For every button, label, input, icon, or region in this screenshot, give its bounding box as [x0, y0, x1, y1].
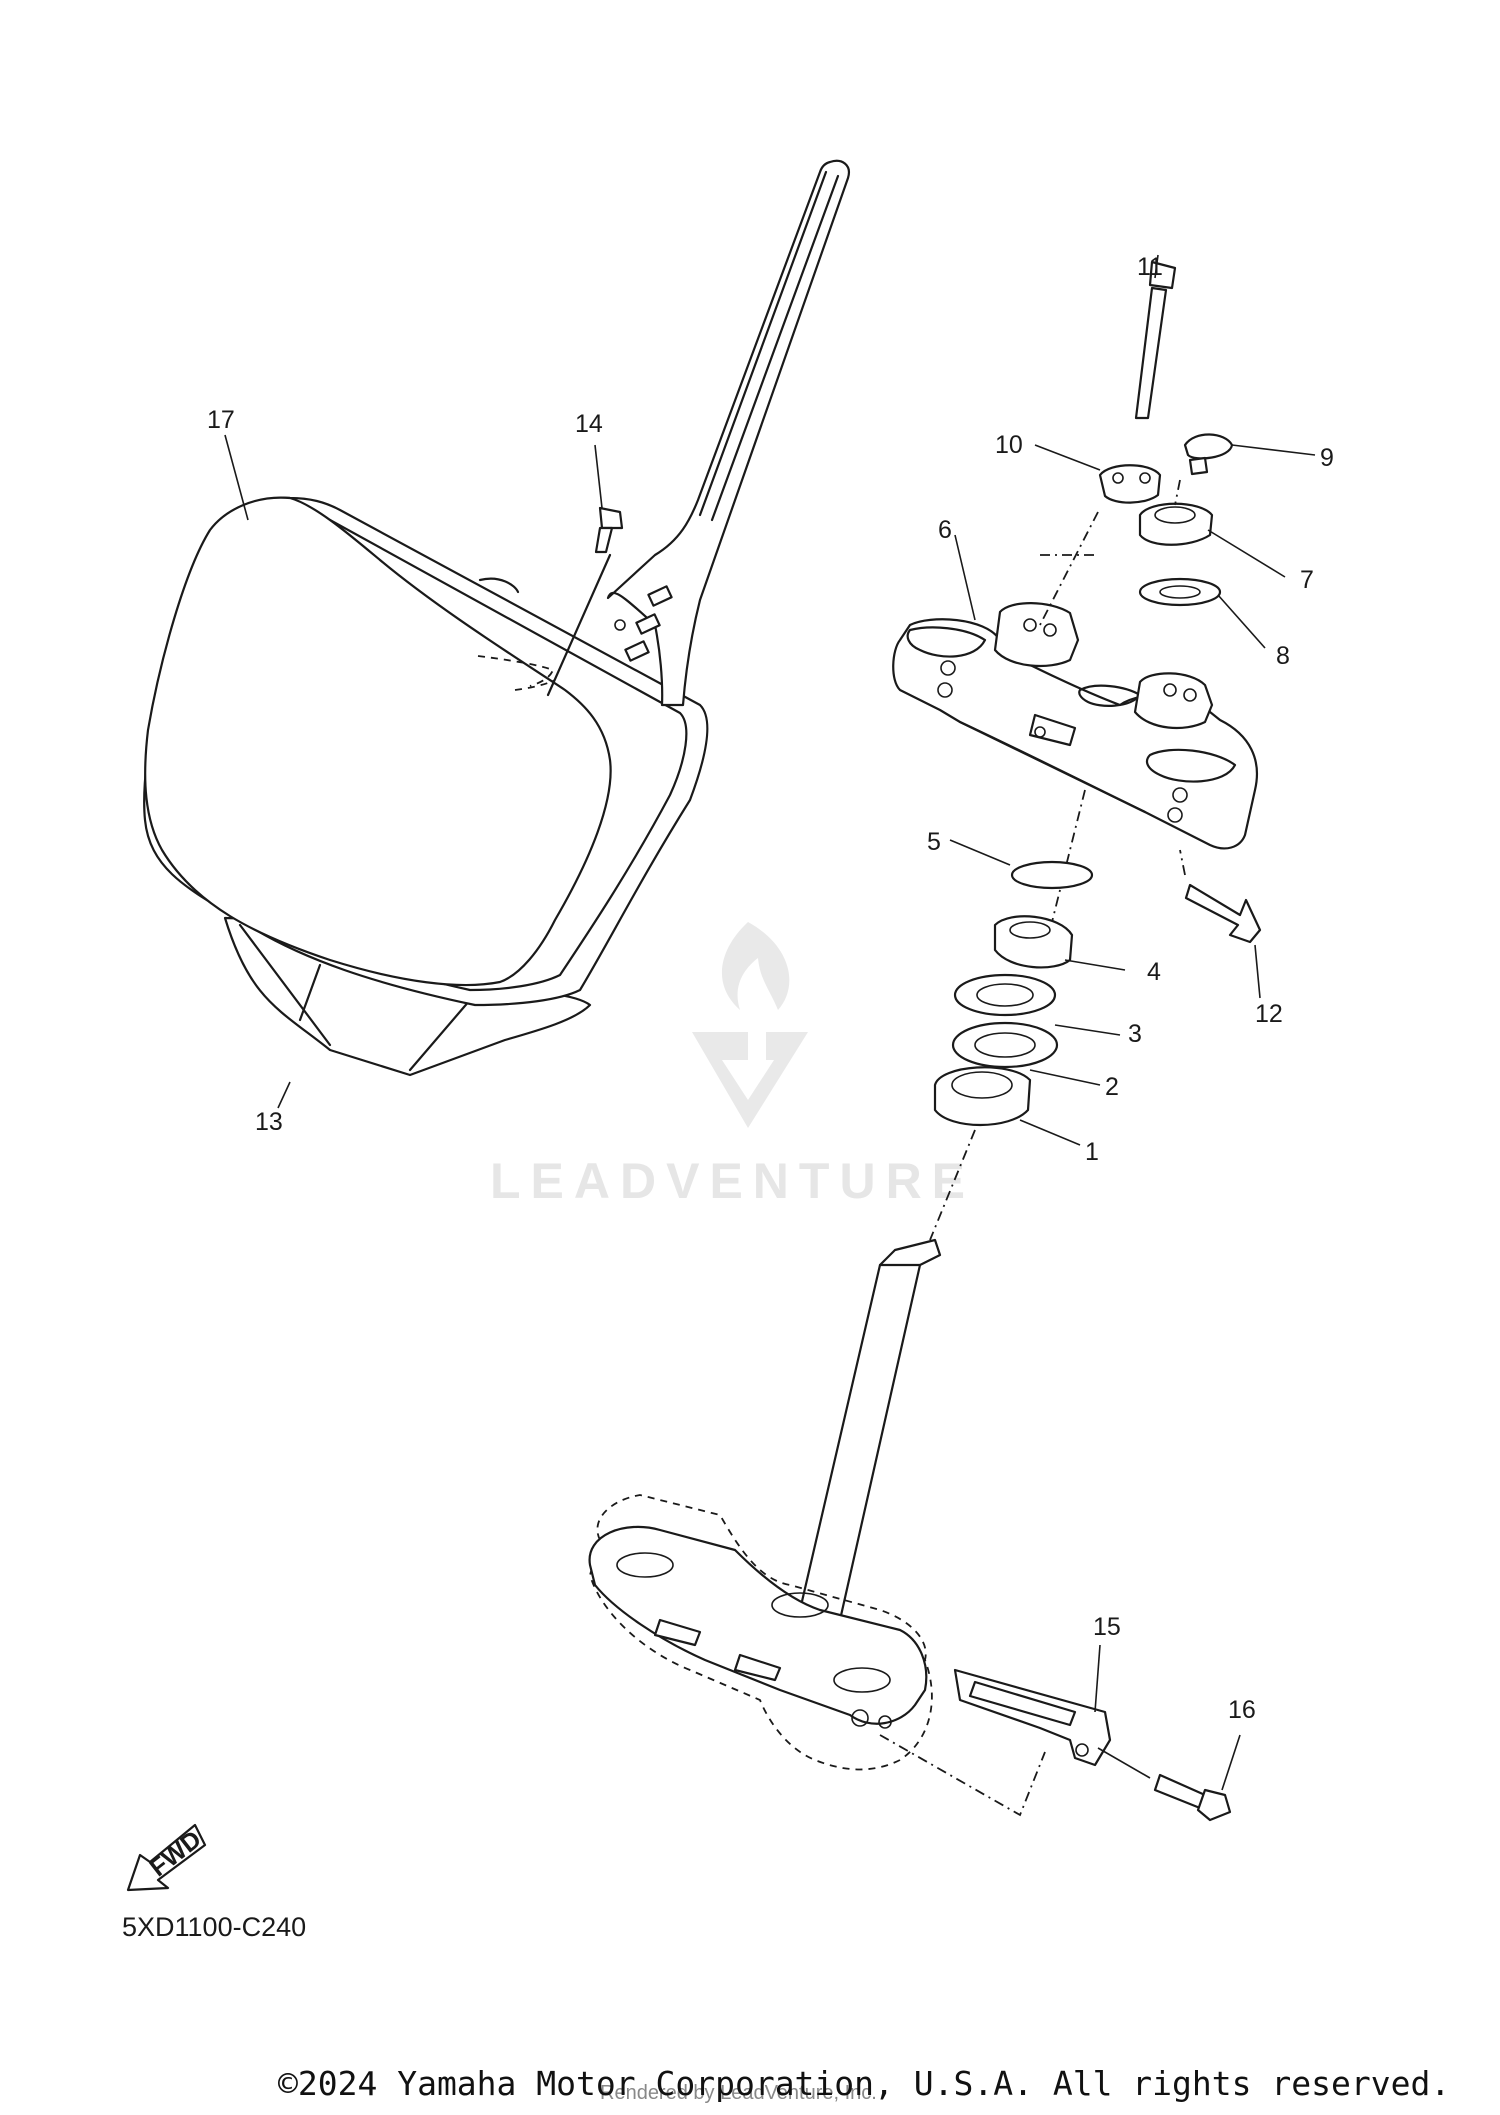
- number-plate: [143, 496, 709, 1077]
- fwd-arrow: FWD: [126, 1823, 207, 1892]
- bolt-16: [1097, 1747, 1232, 1822]
- rendered-by-text: Rendered by LeadVenture, Inc.: [600, 2082, 877, 2104]
- callout-16: 16: [1228, 1696, 1256, 1724]
- copyright-text: ©2024 Yamaha Motor Corporation, U.S.A. A…: [278, 2064, 1451, 2103]
- handlebar-holder-parts: [1039, 260, 1234, 626]
- callout-4: 4: [1147, 958, 1161, 986]
- upper-bracket: [892, 602, 1259, 850]
- bracket-15: [879, 1668, 1112, 1817]
- plate-strap: [606, 159, 850, 707]
- callout-8: 8: [1276, 642, 1290, 670]
- callout-9: 9: [1320, 444, 1334, 472]
- callout-11: 11: [1137, 253, 1163, 281]
- callout-17: 17: [207, 406, 235, 434]
- watermark-text: LEADVENTURE: [490, 1153, 975, 1209]
- callout-5: 5: [927, 828, 941, 856]
- callout-15: 15: [1093, 1613, 1121, 1641]
- bolt-12: [1179, 849, 1262, 944]
- callout-10: 10: [995, 431, 1023, 459]
- callout-1: 1: [1085, 1138, 1099, 1166]
- watermark-logo: LEADVENTURE: [490, 922, 975, 1209]
- callout-leaders: [224, 254, 1316, 1791]
- steering-stem: [588, 1238, 942, 1771]
- callout-numbers: 1 2 3 4 5 6 7 8 9 10 11 12 13 14 15 16 1…: [207, 253, 1334, 1724]
- callout-14: 14: [575, 410, 603, 438]
- steering-stack: [929, 789, 1094, 1241]
- callout-13: 13: [255, 1108, 283, 1136]
- callout-3: 3: [1128, 1020, 1142, 1048]
- diagram-code: 5XD1100-C240: [122, 1912, 307, 1942]
- callout-12: 12: [1255, 1000, 1283, 1028]
- bolt-14: [546, 506, 624, 697]
- callout-6: 6: [938, 516, 952, 544]
- callout-7: 7: [1300, 566, 1314, 594]
- callout-2: 2: [1105, 1073, 1119, 1101]
